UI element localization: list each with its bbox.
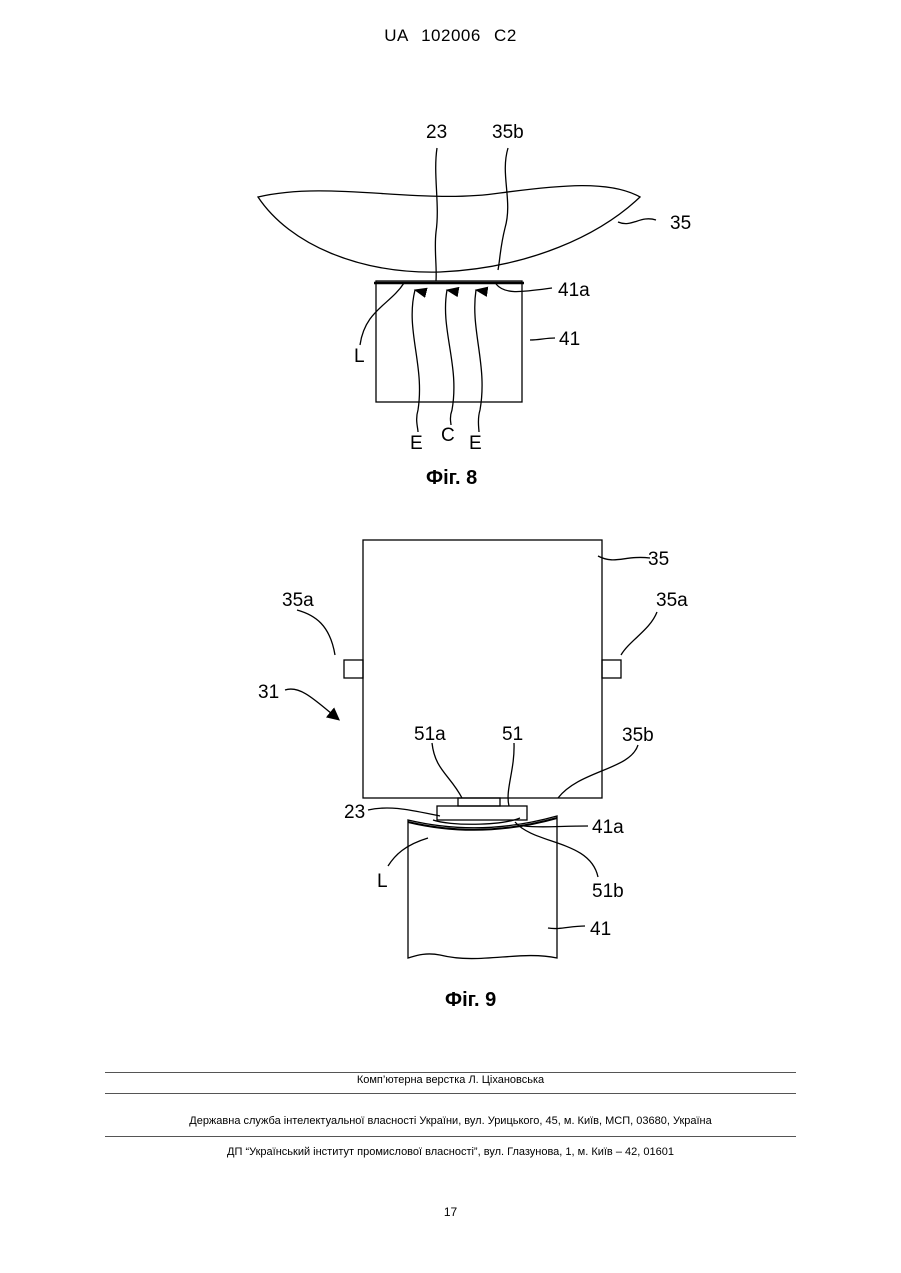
label-41: 41 (590, 919, 611, 940)
label-35: 35 (670, 213, 691, 234)
label-31: 31 (258, 682, 279, 703)
label-35a-right: 35a (656, 590, 688, 611)
label-51b: 51b (592, 881, 624, 902)
label-41a: 41a (592, 817, 624, 838)
label-E-left: E (410, 433, 423, 454)
figure-9-caption: Фіг. 9 (445, 989, 496, 1011)
label-51: 51 (502, 724, 523, 745)
figure-8-drawing: 23 35b 35 41a 41 L E C E Фіг. 8 (0, 100, 901, 500)
label-23: 23 (344, 802, 365, 823)
label-L: L (354, 346, 365, 367)
footer-rule-1 (105, 1072, 796, 1073)
tab-35a-right (602, 660, 621, 678)
label-C: C (441, 425, 455, 446)
element-51a (458, 798, 500, 806)
tab-35a-left (344, 660, 363, 678)
label-41a: 41a (558, 280, 590, 301)
label-41: 41 (559, 329, 580, 350)
label-35b: 35b (492, 122, 524, 143)
member-35-outline (258, 186, 640, 272)
agency-address: Державна служба інтелектуальної власност… (105, 1115, 796, 1127)
label-51a: 51a (414, 724, 446, 745)
label-23: 23 (426, 122, 447, 143)
typesetting-credit: Комп’ютерна верстка Л. Ціхановська (105, 1074, 796, 1086)
label-E-right: E (469, 433, 482, 454)
block-41 (408, 816, 557, 959)
element-51 (437, 806, 527, 820)
figure-9-drawing: 35 35a 35a 31 51a 51 35b 23 41a L 51b 41… (0, 520, 901, 1020)
label-35a-left: 35a (282, 590, 314, 611)
figure-8-caption: Фіг. 8 (426, 467, 477, 489)
document-code: UA 102006 C2 (0, 26, 901, 46)
label-35b: 35b (622, 725, 654, 746)
label-35: 35 (648, 549, 669, 570)
institute-address: ДП “Український інститут промислової вла… (105, 1146, 796, 1158)
footer-rule-2 (105, 1093, 796, 1094)
footer-rule-3 (105, 1136, 796, 1137)
label-L: L (377, 871, 388, 892)
page-number: 17 (0, 1205, 901, 1219)
body-35 (363, 540, 602, 798)
